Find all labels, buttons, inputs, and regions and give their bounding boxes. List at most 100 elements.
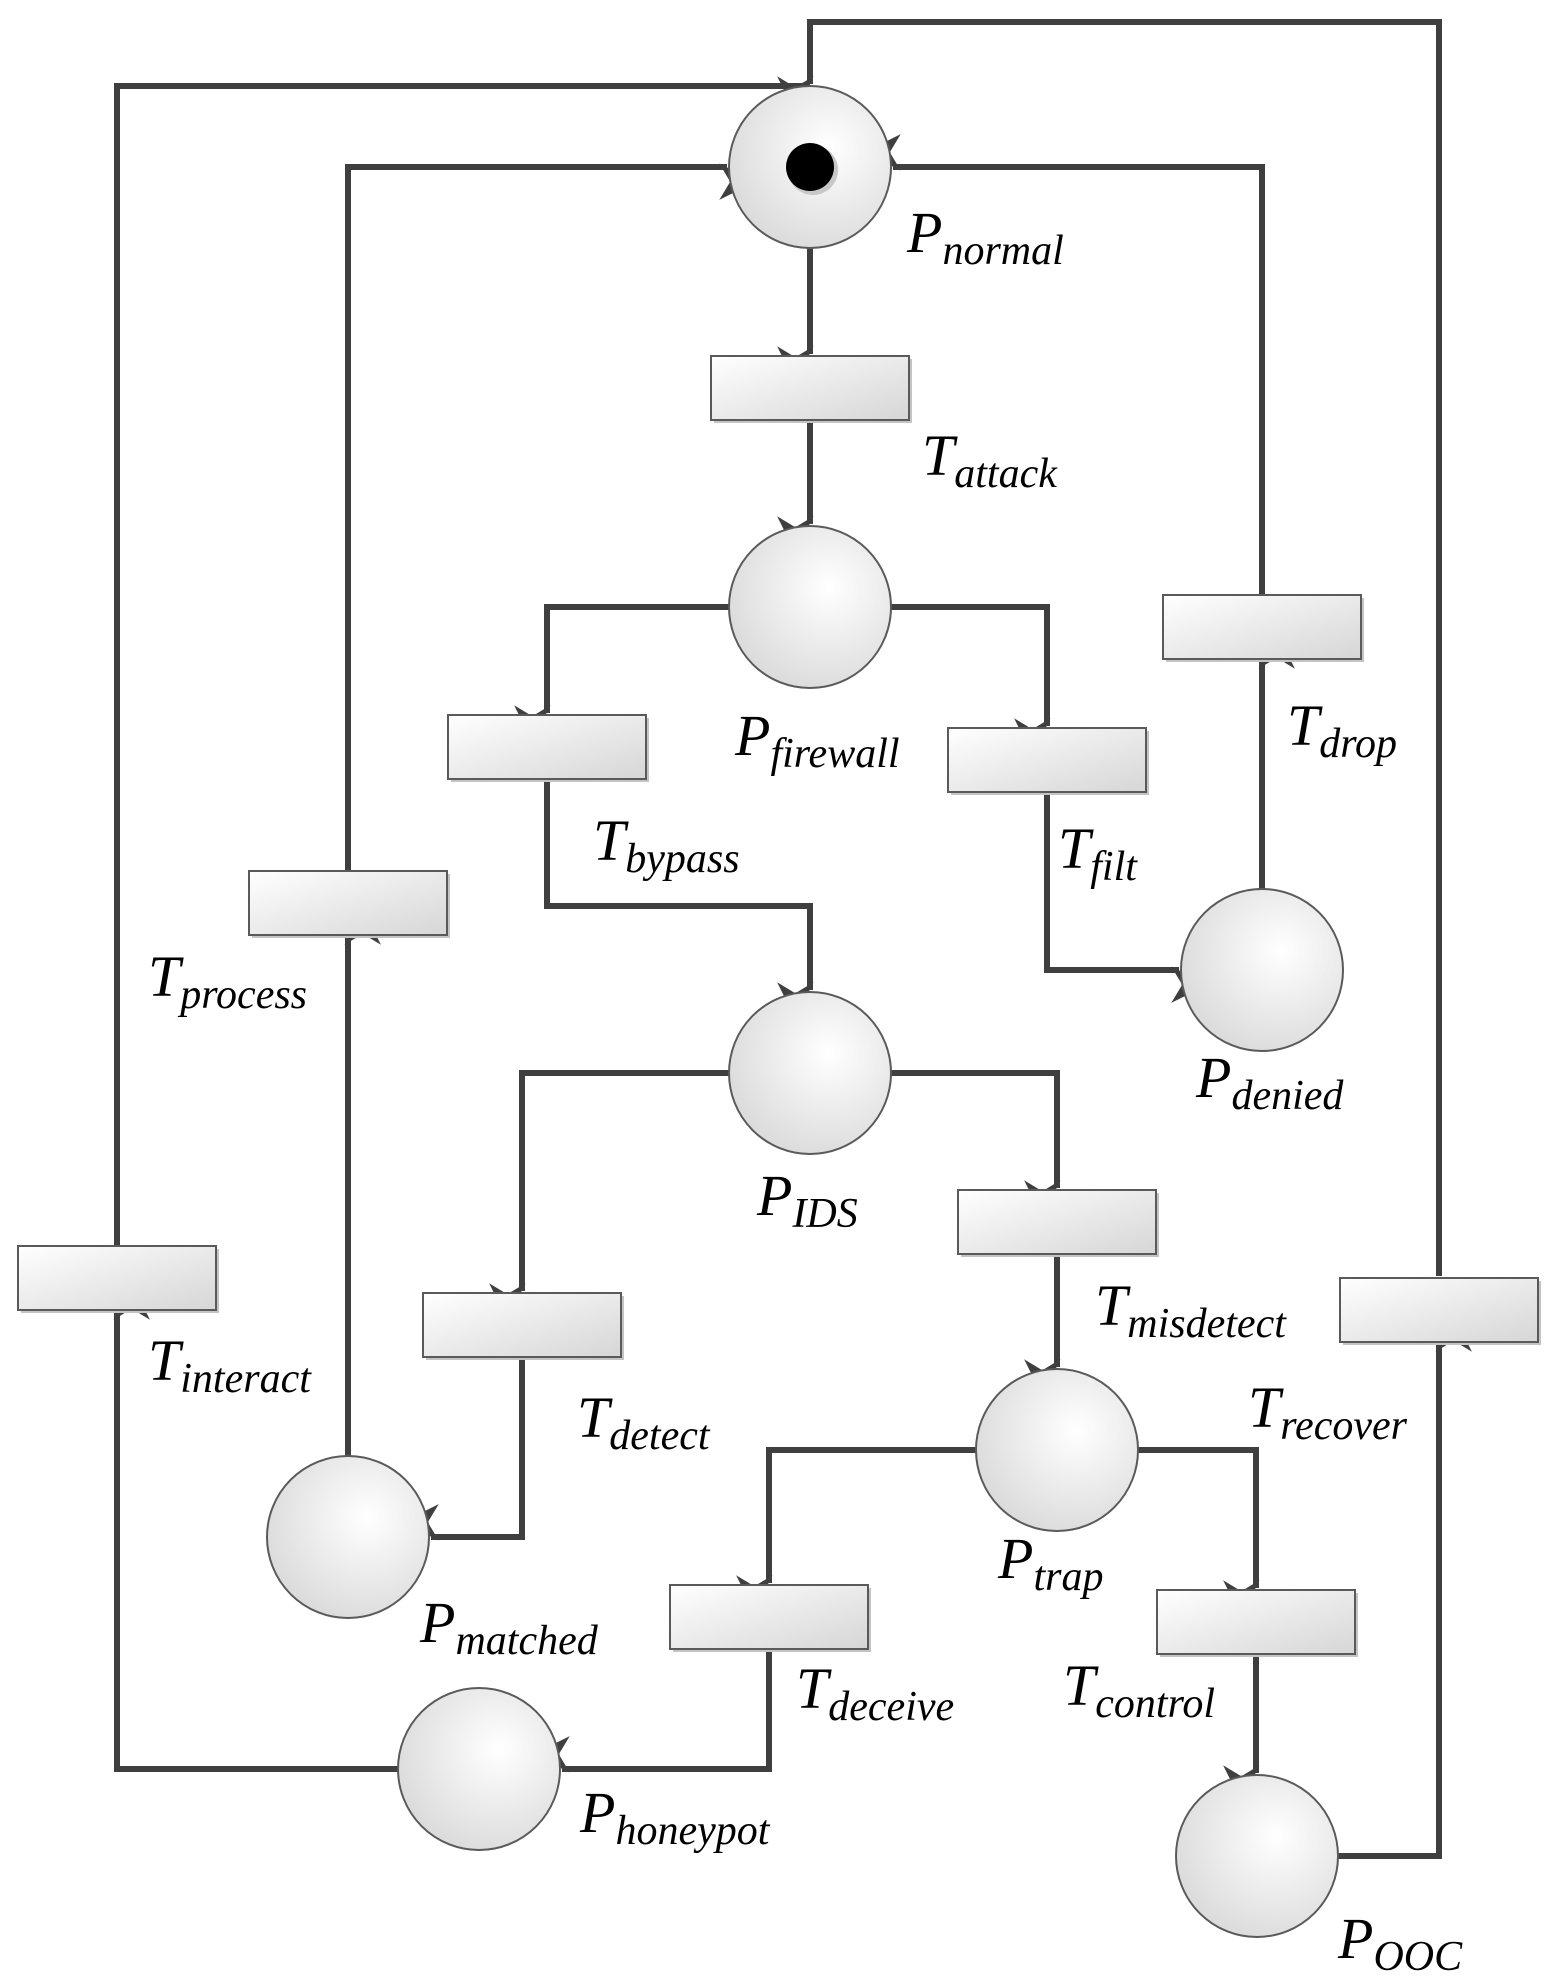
transition-drop [1162, 594, 1364, 662]
transition-process [248, 870, 450, 938]
transition-label-control-main: T [1063, 1653, 1099, 1718]
place-label-denied-sub: denied [1231, 1073, 1344, 1119]
place-firewall [728, 525, 892, 689]
place-label-ids: PIDS [756, 1163, 858, 1237]
place-label-honeypot-main: P [579, 1780, 615, 1845]
place-label-ooc-main: P [1337, 1906, 1373, 1971]
place-label-normal-sub: normal [942, 228, 1063, 274]
place-honeypot-circle [397, 1687, 561, 1851]
place-ids-circle [728, 991, 892, 1155]
place-label-matched-main: P [419, 1590, 455, 1655]
place-label-normal: Pnormal [906, 200, 1064, 274]
label-layer: PnormalPfirewallPdeniedPIDSPtrapPmatched… [148, 200, 1463, 1980]
arc-ooc-to-recover [1338, 1315, 1472, 1859]
transition-label-process-main: T [148, 944, 184, 1009]
place-honeypot [397, 1687, 561, 1851]
transition-process-box [248, 870, 448, 936]
transition-label-detect-sub: detect [609, 1413, 711, 1459]
place-ooc-circle [1175, 1774, 1339, 1938]
transition-label-misdetect-sub: misdetect [1127, 1301, 1287, 1347]
transition-bypass [447, 714, 649, 782]
transition-detect-box [422, 1292, 622, 1358]
transition-recover-box [1339, 1277, 1539, 1343]
place-ids [728, 991, 892, 1155]
transition-label-attack-main: T [922, 423, 958, 488]
transition-label-misdetect-main: T [1095, 1273, 1131, 1338]
place-label-firewall-sub: firewall [770, 731, 899, 777]
arc-recover-to-normal [777, 19, 1442, 1276]
place-label-matched: Pmatched [419, 1590, 599, 1664]
node-layer [17, 85, 1541, 1938]
place-firewall-circle [728, 525, 892, 689]
place-label-denied: Pdenied [1195, 1045, 1344, 1119]
arc-ids-to-misdetect [891, 1070, 1061, 1217]
transition-label-interact: Tinteract [148, 1328, 312, 1402]
transition-deceive-box [669, 1584, 869, 1650]
place-label-honeypot-sub: honeypot [615, 1808, 770, 1854]
arc-firewall-to-filt [891, 604, 1051, 755]
transition-label-deceive-main: T [796, 1656, 832, 1721]
transition-attack [710, 355, 912, 423]
place-ooc [1175, 1774, 1339, 1938]
transition-bypass-box [447, 714, 647, 780]
transition-label-process-sub: process [177, 972, 307, 1018]
place-denied-circle [1180, 888, 1344, 1052]
transition-label-filt: Tfilt [1058, 816, 1138, 890]
arc-filt-to-denied [1044, 792, 1208, 1003]
transition-label-filt-main: T [1058, 816, 1094, 881]
place-label-denied-main: P [1195, 1045, 1231, 1110]
transition-label-misdetect: Tmisdetect [1095, 1273, 1287, 1347]
place-label-matched-sub: matched [455, 1618, 598, 1664]
place-label-ids-sub: IDS [791, 1191, 857, 1237]
transition-control [1156, 1589, 1358, 1657]
place-label-firewall: Pfirewall [734, 703, 900, 777]
transition-label-process: Tprocess [148, 944, 307, 1018]
place-label-honeypot: Phoneypot [579, 1780, 771, 1854]
place-trap [975, 1368, 1139, 1532]
transition-deceive [669, 1584, 871, 1652]
place-trap-circle [975, 1368, 1139, 1532]
transition-label-recover: Trecover [1248, 1375, 1408, 1449]
arc-trap-to-control [1138, 1447, 1260, 1617]
transition-filt-box [947, 727, 1147, 793]
transition-label-interact-main: T [148, 1328, 184, 1393]
transition-drop-box [1162, 594, 1362, 660]
place-label-trap-main: P [997, 1526, 1033, 1591]
arc-ids-to-detect [489, 1070, 729, 1320]
place-label-normal-main: P [906, 200, 942, 265]
transition-label-attack: Tattack [922, 423, 1058, 497]
arc-layer [113, 19, 1472, 1859]
place-label-firewall-main: P [734, 703, 770, 768]
transition-label-bypass-sub: bypass [625, 836, 739, 882]
transition-label-control: Tcontrol [1063, 1653, 1215, 1727]
transition-label-detect-main: T [577, 1385, 613, 1450]
place-normal [728, 85, 892, 249]
transition-misdetect-box [957, 1189, 1157, 1255]
arc-drop-to-normal [864, 134, 1265, 595]
transition-control-box [1156, 1589, 1356, 1655]
transition-label-drop: Tdrop [1287, 693, 1397, 767]
arc-detect-to-matched [402, 1357, 525, 1541]
arc-deceive-to-honeypot [533, 1649, 772, 1773]
transition-label-bypass: Tbypass [593, 808, 740, 882]
arc-honeypot-to-interact [113, 1283, 398, 1772]
transition-interact-box [17, 1245, 217, 1311]
transition-label-recover-sub: recover [1280, 1403, 1407, 1449]
transition-label-deceive-sub: deceive [828, 1684, 954, 1730]
place-label-ooc: POOC [1337, 1906, 1463, 1980]
token [786, 143, 834, 191]
arc-interact-to-normal [114, 82, 839, 1246]
arc-process-to-normal [345, 163, 756, 871]
transition-interact [17, 1245, 219, 1313]
transition-label-bypass-main: T [593, 808, 629, 873]
place-label-trap-sub: trap [1033, 1554, 1103, 1600]
transition-label-recover-main: T [1248, 1375, 1284, 1440]
place-label-ids-main: P [756, 1163, 792, 1228]
transition-label-detect: Tdetect [577, 1385, 711, 1459]
transition-label-attack-sub: attack [954, 451, 1058, 497]
place-label-trap: Ptrap [997, 1526, 1103, 1600]
transition-label-control-sub: control [1095, 1681, 1215, 1727]
place-matched [266, 1455, 430, 1619]
transition-label-drop-main: T [1287, 693, 1323, 758]
